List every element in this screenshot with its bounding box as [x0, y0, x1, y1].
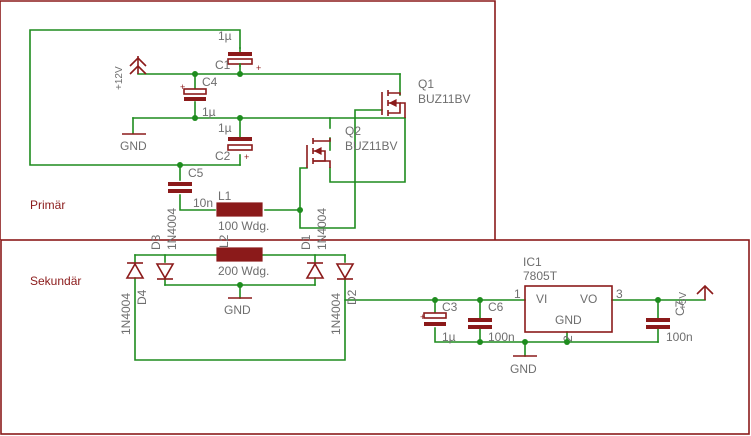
primary-frame — [0, 0, 496, 240]
c3-plus: + — [420, 312, 425, 322]
c5-name: C5 — [188, 166, 204, 180]
d2-value: 1N4004 — [329, 293, 343, 335]
ic1-gnd-pin-label: GND — [555, 313, 582, 327]
supply-12v-label: +12V — [114, 66, 125, 90]
c6-name: C6 — [488, 300, 504, 314]
c1-name: C1 — [215, 58, 231, 72]
capacitor-c6 — [468, 318, 492, 329]
c7-value: 100n — [666, 330, 693, 344]
gnd-primary-label: GND — [120, 139, 147, 153]
inductor-l2 — [216, 247, 263, 262]
c2-plus: + — [244, 152, 249, 162]
c4-value: 1µ — [202, 105, 216, 119]
c3-name: C3 — [442, 300, 458, 314]
c1-value: 1µ — [218, 29, 232, 43]
capacitor-c2 — [227, 137, 253, 151]
l1-value: 100 Wdg. — [218, 219, 269, 233]
gnd-l2-label: GND — [224, 303, 251, 317]
capacitor-c5 — [168, 182, 192, 193]
c3-value: 1µ — [442, 330, 456, 344]
c2-value: 1µ — [218, 121, 232, 135]
inductor-l1 — [216, 202, 263, 217]
mosfet-q2 — [306, 138, 331, 168]
ic1-vo-pin-label: VO — [580, 292, 597, 306]
mosfet-q1 — [381, 90, 406, 118]
ic1-vi-pin-label: VI — [536, 292, 547, 306]
ic1-pin3-number: 3 — [616, 287, 623, 301]
regulator-ic1 — [524, 285, 613, 333]
diode-d2 — [335, 263, 355, 280]
diode-d1 — [305, 262, 325, 279]
d1-name: D1 — [299, 234, 313, 250]
primary-wires — [29, 29, 406, 229]
d3-name: D3 — [149, 234, 163, 250]
capacitor-c4 — [183, 88, 207, 101]
supply-12v-symbol — [129, 56, 147, 75]
q1-value: BUZ11BV — [418, 92, 470, 106]
l2-value: 200 Wdg. — [218, 264, 269, 278]
d3-value: 1N4004 — [165, 208, 179, 250]
ic1-pin2-number: 2 — [561, 335, 575, 342]
ic1-pin1-number: 1 — [514, 287, 521, 301]
diode-d3 — [155, 263, 175, 280]
capacitor-c7 — [646, 318, 670, 329]
l2-name: L2 — [217, 234, 231, 248]
capacitor-c3 — [423, 312, 447, 326]
q2-name: Q2 — [345, 124, 361, 138]
c4-name: C4 — [202, 75, 218, 89]
c7-name: C7 — [673, 300, 687, 316]
l1-name: L1 — [218, 189, 232, 203]
supply-5v-symbol — [696, 284, 714, 300]
c5-value: 10n — [193, 196, 213, 210]
capacitor-c1 — [227, 47, 253, 67]
d4-value: 1N4004 — [119, 293, 133, 335]
d1-value: 1N4004 — [315, 208, 329, 250]
ic1-value: 7805T — [523, 269, 558, 283]
c4-plus: + — [180, 82, 185, 92]
supply-5v-label: +5V — [678, 292, 689, 310]
diode-d4 — [125, 262, 145, 279]
primary-junctions — [177, 71, 303, 213]
gnd-out-label: GND — [510, 362, 537, 376]
ic1-name: IC1 — [523, 255, 542, 269]
q2-value: BUZ11BV — [345, 139, 397, 153]
primary-section-label: Primär — [30, 198, 65, 212]
secondary-junctions — [237, 282, 661, 345]
d2-name: D2 — [345, 289, 359, 305]
q1-name: Q1 — [418, 77, 434, 91]
d4-name: D4 — [135, 289, 149, 305]
c6-value: 100n — [488, 330, 515, 344]
c2-name: C2 — [215, 149, 231, 163]
c1-plus: + — [256, 63, 261, 73]
secondary-section-label: Sekundär — [30, 274, 81, 288]
secondary-frame — [0, 239, 750, 435]
